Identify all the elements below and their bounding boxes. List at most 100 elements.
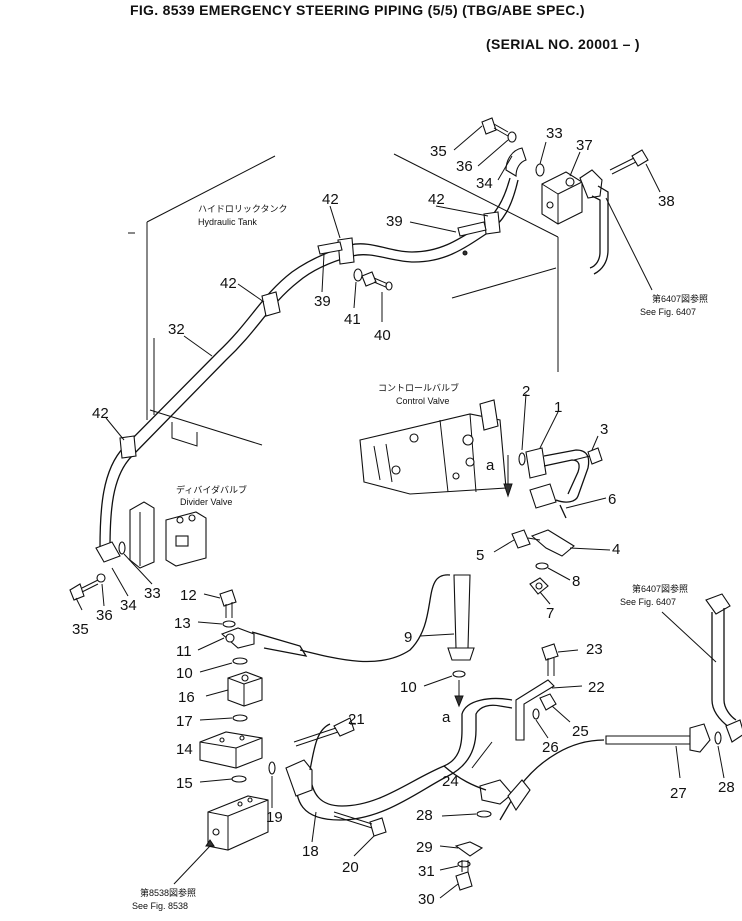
clamp-42-middle [317, 237, 355, 265]
part-number-11: 11 [176, 643, 192, 660]
part-number-33-bottom: 33 [144, 585, 161, 602]
block-14 [199, 731, 263, 769]
washer-26 [532, 708, 540, 720]
part-number-41: 41 [344, 311, 361, 328]
part-number-24: 24 [442, 773, 459, 790]
part-number-35-top: 35 [430, 143, 447, 160]
bracket-22 [515, 679, 555, 741]
o-ring-15 [231, 775, 247, 783]
pipe-24 [295, 697, 513, 821]
nut-7 [529, 577, 549, 595]
leader-lines [75, 125, 725, 899]
elbow-11 [220, 627, 255, 649]
bolt-12 [219, 589, 237, 618]
ref-arrow-right [661, 611, 717, 663]
pipe-32 [99, 177, 519, 549]
part-number-30: 30 [418, 891, 435, 908]
clamp-4 [530, 529, 575, 557]
hose-9 [447, 574, 475, 661]
bolt-40 [361, 271, 393, 291]
part-number-40: 40 [374, 327, 391, 344]
part-number-8: 8 [572, 573, 580, 590]
reference-6407-top-en: See Fig. 6407 [640, 307, 696, 317]
block-16 [227, 671, 263, 707]
o-ring-2 [518, 452, 526, 466]
part-number-14: 14 [176, 741, 193, 758]
part-number-19: 19 [266, 809, 283, 826]
part-number-26: 26 [542, 739, 559, 756]
bolt-35-top [481, 117, 509, 137]
part-number-29: 29 [416, 839, 433, 856]
o-ring-28-lower [476, 810, 492, 818]
part-number-42-a: 42 [322, 191, 339, 208]
part-number-21: 21 [348, 711, 365, 728]
tube-1 [525, 447, 590, 509]
part-number-20: 20 [342, 859, 359, 876]
washer-36-lower [96, 573, 106, 583]
part-number-28-lower: 28 [416, 807, 433, 824]
elbow-34-top [505, 147, 527, 177]
serial-number: (SERIAL NO. 20001 – ) [486, 36, 640, 52]
washer-13 [222, 620, 236, 628]
reference-6407-right-jp: 第6407図参照 [632, 583, 688, 594]
ref-arrow-top-right [605, 197, 653, 291]
part-number-17: 17 [176, 713, 193, 730]
part-number-23: 23 [586, 641, 603, 658]
divider-valve [129, 501, 207, 569]
figure-title: FIG. 8539 EMERGENCY STEERING PIPING (5/5… [130, 2, 585, 18]
connection-arrow-lower [454, 680, 464, 708]
reference-6407-top-jp: 第6407図参照 [652, 293, 708, 304]
washer-41 [353, 268, 363, 282]
divider-valve-label-en: Divider Valve [180, 497, 232, 507]
valve-block-37 [541, 171, 583, 225]
part-number-38: 38 [658, 193, 675, 210]
part-number-4: 4 [612, 541, 620, 558]
part-number-9: 9 [404, 629, 412, 646]
part-number-13: 13 [174, 615, 191, 632]
part-number-42-c: 42 [220, 275, 237, 292]
bolt-35-lower [69, 579, 99, 601]
reference-8538-jp: 第8538図参照 [140, 887, 196, 898]
o-ring-33-lower [118, 541, 126, 555]
flange-hose-top-right [579, 169, 609, 275]
control-valve-label-en: Control Valve [396, 396, 449, 406]
washer-8 [535, 562, 549, 570]
hydraulic-tank-label-en: Hydraulic Tank [198, 217, 257, 227]
hydraulic-tank-label-jp: ハイドロリックタンク [198, 204, 287, 214]
part-number-34-top: 34 [476, 175, 493, 192]
o-ring-28-right [714, 731, 722, 745]
bolt-30 [455, 860, 473, 891]
ref-arrow-8538 [173, 839, 215, 885]
reference-6407-right-en: See Fig. 6407 [620, 597, 676, 607]
hose-tube-11 [251, 574, 451, 663]
part-number-32: 32 [168, 321, 185, 338]
part-number-36-bottom: 36 [96, 607, 113, 624]
control-valve [359, 399, 507, 495]
part-number-3: 3 [600, 421, 608, 438]
washer-36-top [507, 131, 517, 143]
o-ring-33-top [535, 163, 545, 177]
hydraulic-tank-outline [128, 153, 559, 447]
clamp-42-lower-left [119, 435, 137, 459]
part-number-33-top: 33 [546, 125, 563, 142]
part-number-1: 1 [554, 399, 562, 416]
part-number-34-bottom: 34 [120, 597, 137, 614]
bolt-3 [573, 447, 603, 465]
reference-8538-en: See Fig. 8538 [132, 901, 188, 911]
part-number-35-bottom: 35 [72, 621, 89, 638]
part-number-42-b: 42 [428, 191, 445, 208]
part-number-15: 15 [176, 775, 193, 792]
bolt-5 [511, 529, 541, 549]
hose-27 [499, 723, 711, 821]
valve-body-8538 [207, 795, 269, 851]
clamp-29 [454, 841, 484, 857]
bolt-23 [541, 643, 559, 676]
clamp-42-upper-right [457, 211, 501, 237]
part-number-28-right: 28 [718, 779, 735, 796]
part-number-22: 22 [588, 679, 605, 696]
o-ring-10-left [232, 657, 248, 665]
part-number-10-b: 10 [400, 679, 417, 696]
part-number-42-d: 42 [92, 405, 109, 422]
part-number-10-a: 10 [176, 665, 193, 682]
